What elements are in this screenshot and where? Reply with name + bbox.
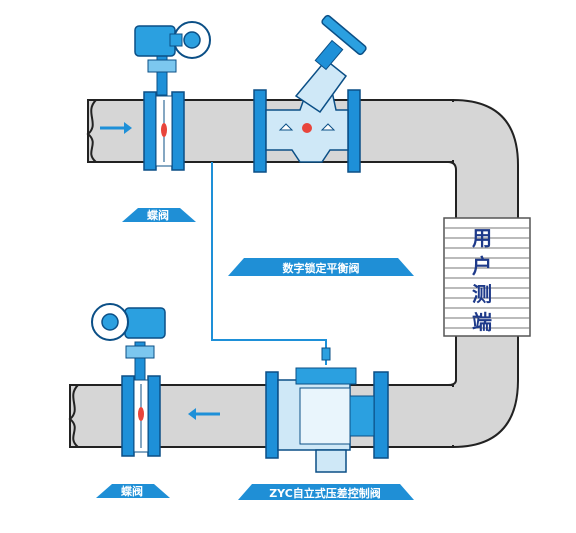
label-butterfly-valve-top: 蝶阀 [147,209,169,222]
user-side-char-3: 测 [472,282,492,306]
digital-balance-valve [253,14,367,173]
handwheel-icon [321,14,367,56]
label-badge-bottom-left [96,484,170,498]
actuator-icon [134,25,176,57]
return-pipe-bend [447,331,519,449]
user-side-char-4: 端 [472,310,492,334]
label-badge-control [238,484,414,500]
arrow-left-icon [188,408,220,420]
actuator-icon [124,307,166,339]
user-side-char-1: 用 [472,226,492,250]
supply-pipe-bend [447,98,519,226]
label-badge-balance [228,258,414,276]
label-badge-top-left [122,208,196,222]
arrow-right-icon [100,122,132,134]
pressure-control-valve [265,367,389,473]
user-side-box [443,217,531,337]
butterfly-valve-bottom [91,303,166,457]
pipe-system [68,98,519,449]
supply-pipe-end [86,99,97,163]
label-pressure-control-valve: ZYC自立式压差控制阀 [269,487,381,500]
user-side-char-2: 户 [472,254,492,278]
label-digital-balance-valve: 数字锁定平衡阀 [282,262,360,275]
butterfly-valve-top [134,21,211,171]
label-butterfly-valve-bottom: 蝶阀 [121,485,143,498]
return-pipe-end [68,384,79,448]
